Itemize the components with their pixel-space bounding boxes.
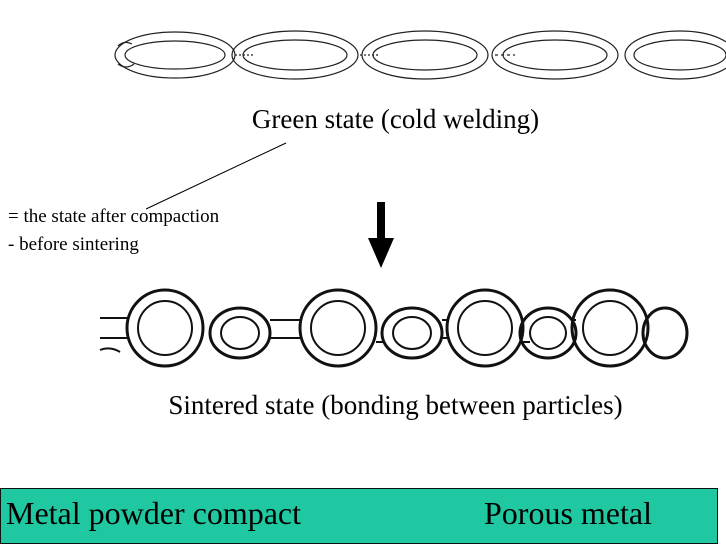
banner-left-text: Metal powder compact (6, 495, 301, 531)
green-state-caption: Green state (cold welding) (251, 104, 540, 134)
pointer-line (145, 142, 287, 210)
note-line-1: = the state after compaction (8, 206, 220, 227)
green-state-chain (114, 30, 726, 80)
result-banner (0, 488, 718, 544)
sintered-state-caption: Sintered state (bonding between particle… (168, 390, 623, 420)
down-arrow (368, 202, 394, 268)
banner-right-text: Porous metal (484, 495, 652, 531)
note-line-2: - before sintering (8, 234, 139, 255)
sintered-chain (99, 288, 689, 368)
